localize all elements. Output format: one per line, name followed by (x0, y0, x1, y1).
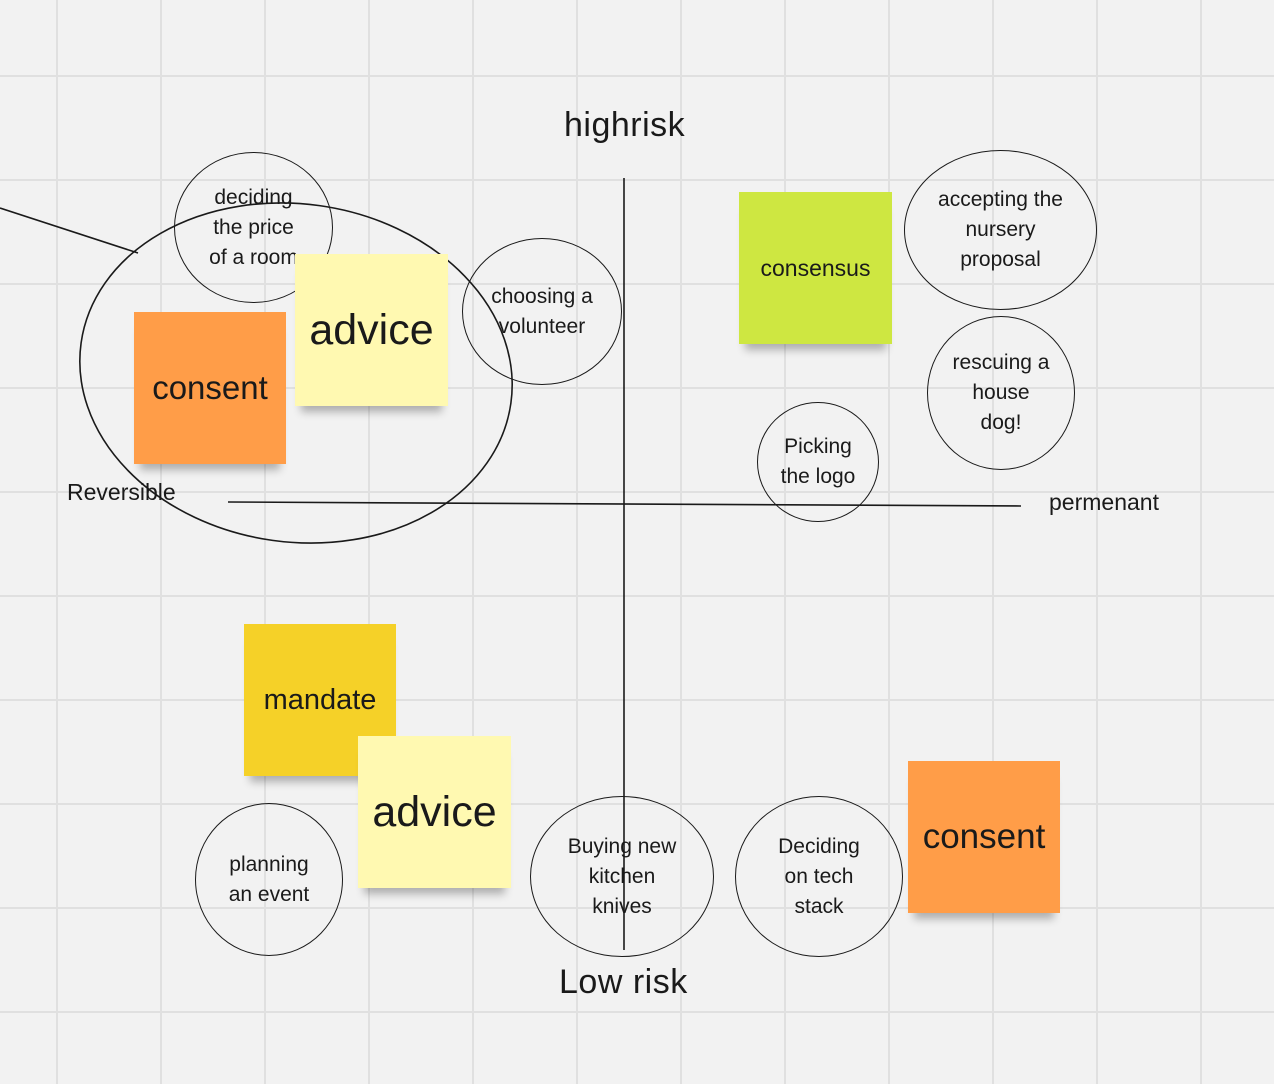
circle-text: accepting the nursery proposal (938, 188, 1063, 271)
circle-text: rescuing a house dog! (952, 351, 1050, 434)
sticky-note-text: advice (372, 787, 497, 836)
circle-buying-kitchen-knives[interactable]: Buying new kitchen knives (530, 796, 714, 957)
circle-text: choosing a volunteer (491, 284, 593, 338)
circle-text: Buying new kitchen knives (567, 834, 677, 918)
circle-choosing-volunteer[interactable]: choosing a volunteer (462, 238, 622, 385)
axis-label-low-risk[interactable]: Low risk (559, 963, 688, 1001)
sticky-note-consent[interactable]: consent (134, 312, 286, 464)
axis-label-permanent[interactable]: permenant (1049, 489, 1159, 515)
circle-picking-logo[interactable]: Picking the logo (757, 402, 879, 522)
axis-label-reversible[interactable]: Reversible (67, 479, 176, 505)
sticky-note-text: advice (309, 305, 434, 354)
circle-deciding-price-of-room[interactable]: deciding the price of a room (174, 152, 333, 303)
circle-text: planning an event (228, 852, 310, 906)
sticky-note-text: consensus (760, 254, 871, 281)
sticky-note-text: consent (922, 817, 1046, 856)
sticky-note-consent[interactable]: consent (908, 761, 1060, 913)
circle-planning-event[interactable]: planning an event (195, 803, 343, 956)
circle-text: Deciding on tech stack (778, 834, 860, 918)
circle-text: Picking the logo (780, 435, 856, 488)
sticky-note-consensus[interactable]: consensus (739, 192, 892, 344)
circle-deciding-tech-stack[interactable]: Deciding on tech stack (735, 796, 903, 957)
connector-line[interactable] (0, 207, 139, 254)
circle-accepting-nursery-proposal[interactable]: accepting the nursery proposal (904, 150, 1097, 310)
circle-text: deciding the price of a room (209, 185, 298, 269)
horizontal-axis-line[interactable] (227, 501, 1022, 507)
sticky-note-text: mandate (263, 683, 377, 716)
sticky-note-advice[interactable]: advice (295, 254, 448, 406)
sticky-note-advice[interactable]: advice (358, 736, 511, 888)
circle-rescuing-house-dog[interactable]: rescuing a house dog! (927, 316, 1075, 470)
axis-label-high-risk[interactable]: highrisk (564, 106, 686, 144)
sticky-note-text: consent (152, 369, 268, 406)
